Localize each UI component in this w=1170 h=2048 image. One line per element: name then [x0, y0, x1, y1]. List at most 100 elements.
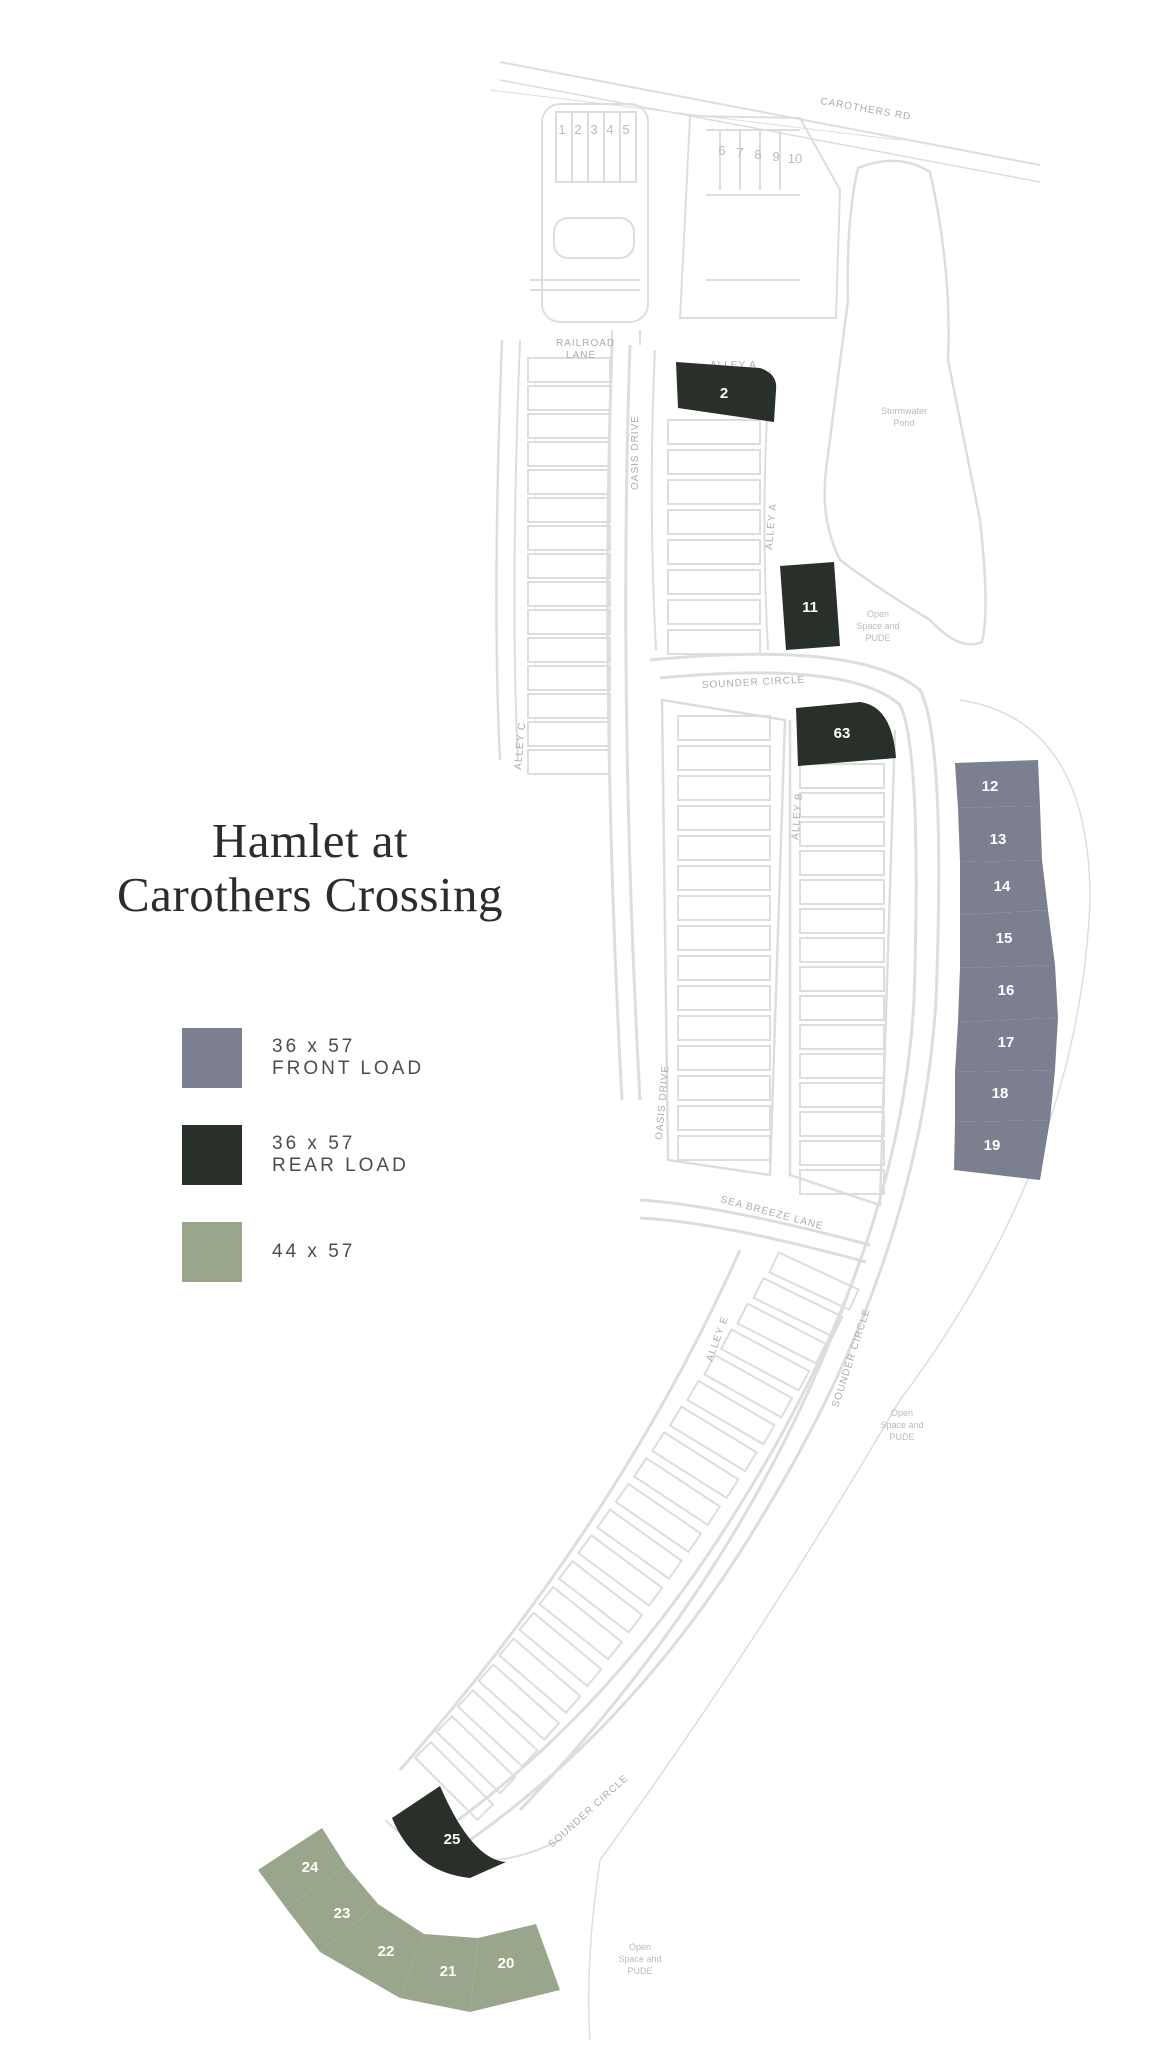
lot-23[interactable] [286, 1866, 378, 1952]
lot-outline [557, 1559, 644, 1634]
lot-18[interactable] [955, 1070, 1055, 1122]
lot-outline [677, 715, 771, 741]
lot-label-17: 17 [998, 1034, 1015, 1051]
parking-number: 3 [590, 122, 597, 137]
lot-label-23: 23 [334, 1905, 351, 1922]
label-open-space-2-l2: Space and [880, 1420, 923, 1430]
legend-swatch-wide [182, 1222, 242, 1282]
parking-number: 10 [788, 151, 802, 166]
lot-outline [413, 1740, 495, 1822]
lot-outline [703, 1353, 794, 1419]
lot-outline [677, 745, 771, 771]
lot-outline [677, 835, 771, 861]
lot-outline [527, 441, 611, 467]
lot-outline [752, 1276, 844, 1338]
lot-22[interactable] [320, 1904, 424, 1998]
legend-size: 36 x 57 [272, 1036, 356, 1057]
lot-outline [667, 509, 761, 535]
lot-outline [435, 1714, 517, 1795]
lot-outline [799, 1169, 885, 1195]
map-title: Hamlet at Carothers Crossing [60, 814, 560, 922]
lot-outline [595, 1508, 684, 1581]
lot-label-19: 19 [984, 1137, 1001, 1154]
label-alley-a-top: ALLEY A [710, 360, 757, 371]
lot-outline [799, 937, 885, 963]
lot-outline [677, 1015, 771, 1041]
legend-label-rear-load: 36 x 57 REAR LOAD [272, 1133, 409, 1177]
label-oasis-drive-north: OASIS DRIVE [630, 415, 641, 490]
parking-number: 8 [754, 147, 761, 162]
lot-outline [667, 599, 761, 625]
wide-lots: 24 23 22 21 20 [258, 1828, 560, 2012]
lot-outline [527, 413, 611, 439]
lot-outlines-middle [677, 715, 885, 1195]
lot-outline [667, 539, 761, 565]
parking-numbers: 1 2 3 4 5 6 7 8 9 10 [558, 122, 802, 166]
lot-outline [799, 763, 885, 789]
lot-outline [736, 1302, 828, 1365]
lot-outline [538, 1585, 624, 1661]
lot-label-24: 24 [302, 1859, 319, 1876]
lot-11[interactable] [780, 562, 840, 650]
legend-type: FRONT LOAD [272, 1058, 425, 1079]
lot-outline [799, 995, 885, 1021]
lot-outline [677, 775, 771, 801]
legend-type: REAR LOAD [272, 1155, 409, 1176]
lot-outline [677, 1105, 771, 1131]
label-sounder-circle-top: SOUNDER CIRCLE [702, 675, 806, 691]
lot-label-11: 11 [802, 599, 818, 616]
lot-outline [527, 581, 611, 607]
lot-25[interactable] [392, 1786, 506, 1878]
lot-outline [667, 449, 761, 475]
title-line-1: Hamlet at [211, 813, 409, 868]
lot-24[interactable] [258, 1828, 346, 1908]
parking-number: 9 [772, 149, 779, 164]
lot-outline [677, 895, 771, 921]
lot-2[interactable] [676, 362, 777, 422]
lot-outline [668, 1405, 758, 1473]
label-railroad-lane-2: LANE [566, 350, 596, 361]
parking-number: 7 [736, 145, 743, 160]
lot-12[interactable] [955, 760, 1040, 808]
lot-outline [799, 821, 885, 847]
label-open-space-1-l1: Open [867, 609, 889, 619]
lot-20[interactable] [470, 1924, 560, 2012]
lot-19[interactable] [954, 1120, 1050, 1180]
lot-14[interactable] [960, 860, 1048, 915]
lot-outline [527, 749, 611, 775]
lot-17[interactable] [955, 1018, 1058, 1072]
lot-63[interactable] [796, 702, 896, 766]
lot-outline [719, 1328, 811, 1392]
lot-15[interactable] [960, 910, 1055, 968]
lot-outline [527, 357, 611, 383]
lot-outline [527, 497, 611, 523]
label-railroad-lane-1: RAILROAD [556, 338, 615, 349]
lot-label-13: 13 [990, 831, 1007, 848]
lot-outline [527, 665, 611, 691]
lot-outline [677, 1135, 771, 1161]
area-labels: Stormwater Pond Open Space and PUDE Open… [618, 406, 927, 1976]
legend-item-wide: 44 x 57 [182, 1222, 355, 1282]
lot-outline [527, 553, 611, 579]
lot-outline [768, 1251, 860, 1311]
lot-outline [677, 985, 771, 1011]
lot-outline [576, 1534, 664, 1607]
lot-outline [667, 419, 761, 445]
legend-swatch-rear-load [182, 1125, 242, 1185]
lot-outline [667, 629, 761, 655]
rear-load-lots: 2 11 63 25 [392, 362, 896, 1878]
lot-outline [497, 1637, 582, 1715]
lot-16[interactable] [958, 965, 1058, 1022]
lot-21[interactable] [400, 1934, 478, 2012]
lot-label-18: 18 [992, 1085, 1009, 1102]
lot-outlines-left [527, 357, 611, 775]
lot-outline [799, 1024, 885, 1050]
parking-number: 4 [606, 122, 613, 137]
label-sounder-circle-south: SOUNDER CIRCLE [547, 1773, 631, 1850]
lot-13[interactable] [958, 806, 1042, 862]
lot-label-16: 16 [998, 982, 1015, 999]
label-carothers-rd: CAROTHERS RD [819, 96, 912, 123]
lot-outline [527, 721, 611, 747]
label-open-space-2-l3: PUDE [889, 1432, 914, 1442]
